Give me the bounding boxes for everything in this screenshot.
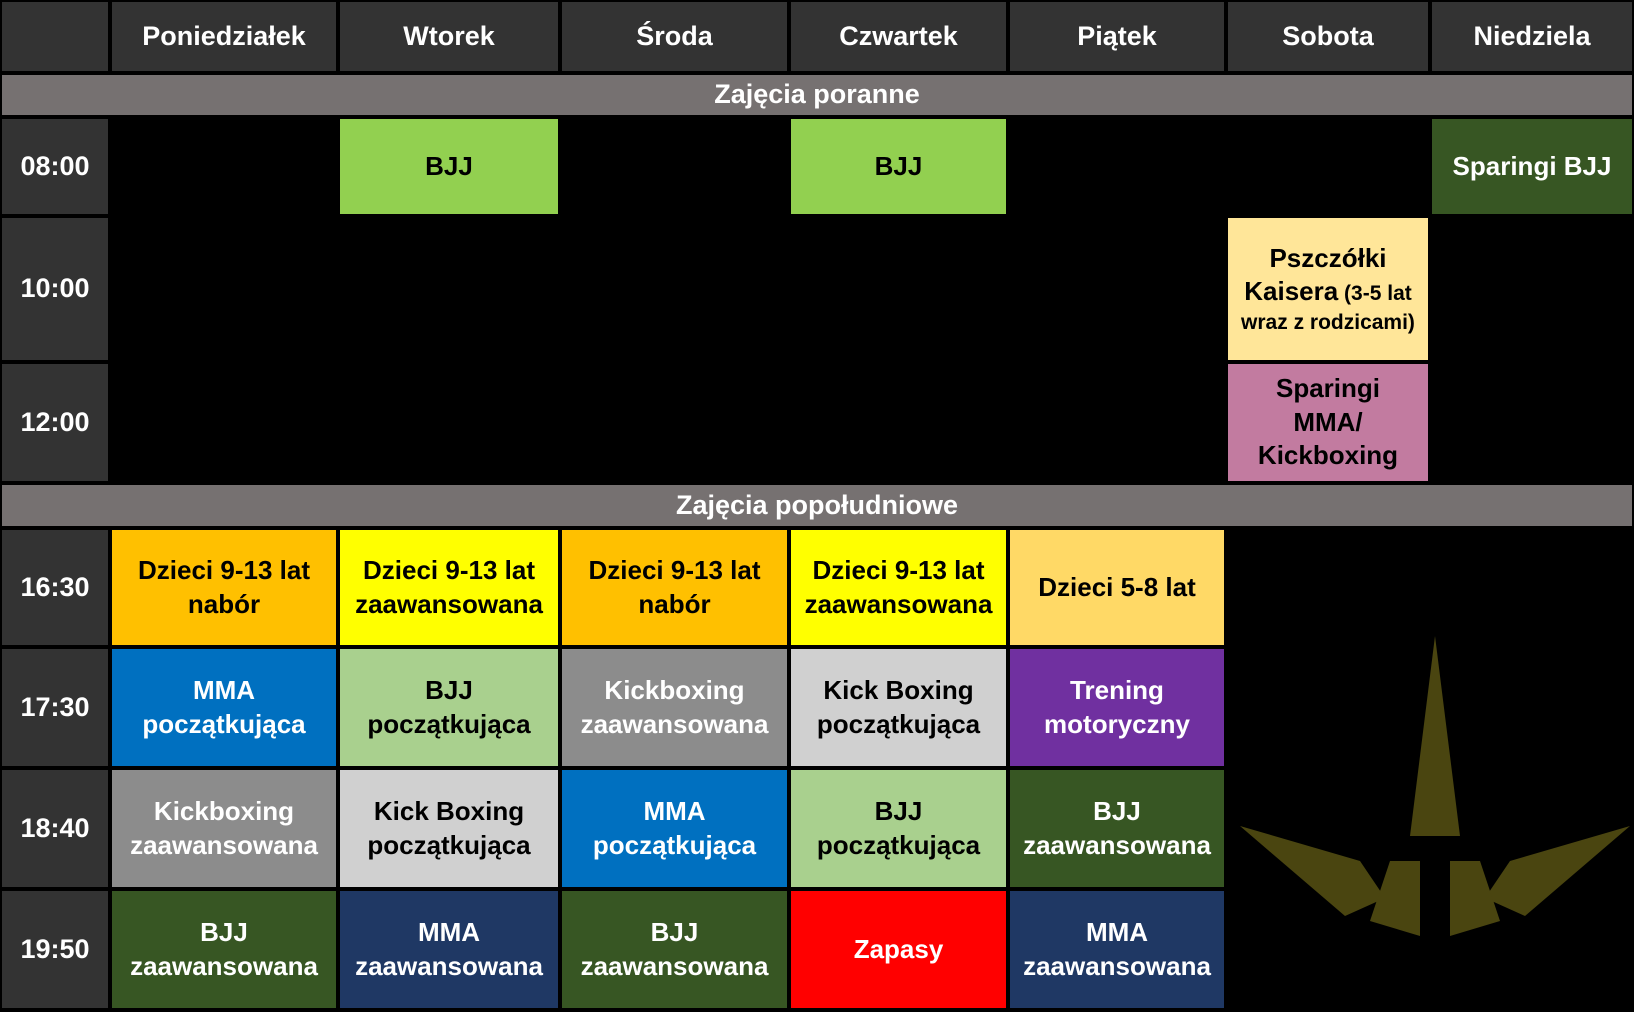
class-label-line: zaawansowana [1023,829,1211,860]
class-label-line: BJJ [650,916,699,947]
class-label-line: Kickboxing [604,674,745,705]
class-label-line: początkująca [592,829,757,860]
class-label-line: Sparingi [1275,372,1380,403]
class-label-line: początkująca [816,708,981,739]
class-label-line: motoryczny [1044,708,1190,739]
class-label-line: Kickboxing [1257,440,1399,471]
time-label: 19:50 [2,891,108,1008]
class-age-note: wraz z rodzicami) [1241,311,1415,335]
class-label-line: zaawansowana [580,950,769,981]
class-label-line: nabór [638,588,711,619]
day-header-friday: Piątek [1010,2,1224,71]
class-cell: BJJ [791,119,1006,214]
class-label-line: nabór [187,588,261,619]
time-label: 12:00 [2,364,108,481]
time-label: 16:30 [2,530,108,645]
class-label-line: Kaisera (3-5 lat [1244,276,1412,307]
class-label-line: zaawansowana [580,708,769,739]
club-logo-icon [1240,636,1630,936]
class-label-line: zaawansowana [1023,950,1211,981]
class-label-line: Pszczółki [1269,242,1387,273]
class-label-line: BJJ [425,150,473,181]
class-cell: BJJ początkująca [340,649,558,766]
class-cell: Dzieci 5-8 lat [1010,530,1224,645]
class-label-line: początkująca [142,708,306,739]
class-label-line: BJJ [874,795,923,826]
class-cell: BJJ [340,119,558,214]
class-label-line: BJJ [1093,795,1141,826]
time-label: 10:00 [2,218,108,360]
class-age-note: (3-5 lat [1338,282,1412,306]
class-label-line: zaawansowana [130,950,318,981]
class-label-line: Dzieci 5-8 lat [1038,571,1196,602]
class-label-line: zaawansowana [355,950,543,981]
class-label-line: Kickboxing [153,795,295,826]
class-label-line: początkująca [816,829,981,860]
class-label-line: BJJ [874,150,923,181]
class-label-line: Dzieci 9-13 lat [363,554,535,585]
class-cell: Zapasy [791,891,1006,1008]
class-label-line: Dzieci 9-13 lat [588,554,761,585]
class-label-line: MMA [192,674,256,705]
header-corner [2,2,108,71]
section-morning: Zajęcia poranne [2,75,1632,115]
class-label-line: Trening [1070,674,1164,705]
class-label-line: MMA [643,795,706,826]
class-label-line: MMA [417,916,481,947]
class-label-line: Kick Boxing [823,674,974,705]
class-label-line: MMA [1085,916,1149,947]
class-label-line: BJJ [200,916,248,947]
class-label-line: zaawansowana [804,588,993,619]
day-header-tuesday: Wtorek [340,2,558,71]
class-label-line: Kick Boxing [373,795,525,826]
class-label-line: początkująca [367,829,531,860]
class-label-line: BJJ początkująca [367,674,531,739]
class-label-line: MMA/ [1293,406,1363,437]
day-header-wednesday: Środa [562,2,787,71]
class-label-line: Zapasy [853,933,944,964]
time-label: 18:40 [2,770,108,887]
day-header-thursday: Czwartek [791,2,1006,71]
day-header-monday: Poniedziałek [112,2,336,71]
day-header-saturday: Sobota [1228,2,1428,71]
class-label-line: zaawansowana [130,829,318,860]
class-label-line: zaawansowana [355,588,543,619]
class-label-line: Dzieci 9-13 lat [138,554,310,585]
class-cell: Sparingi BJJ [1432,119,1632,214]
time-label: 17:30 [2,649,108,766]
class-label-line: Sparingi BJJ [1452,150,1612,181]
class-label-line: Dzieci 9-13 lat [812,554,985,585]
day-header-sunday: Niedziela [1432,2,1632,71]
section-afternoon: Zajęcia popołudniowe [2,485,1632,526]
time-label: 08:00 [2,119,108,214]
